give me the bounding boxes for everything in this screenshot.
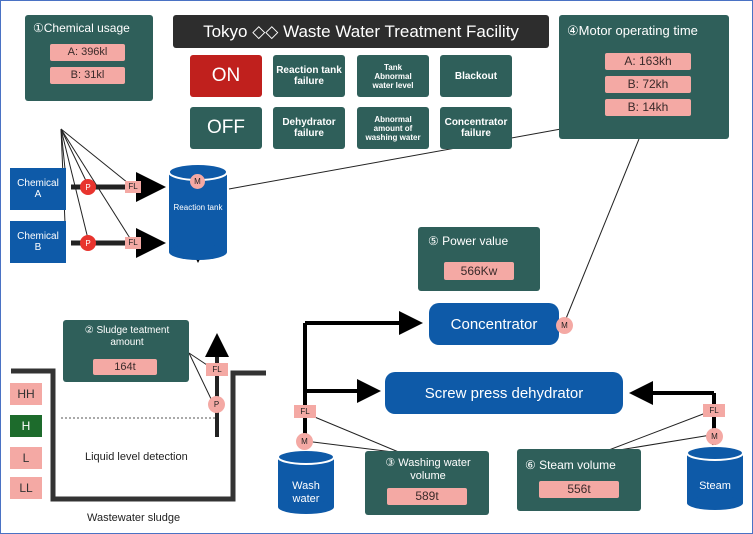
level-hh: HH <box>10 383 42 405</box>
motor-time-panel: ④Motor operating time A: 163kh B: 72kh B… <box>559 15 729 139</box>
washing-volume-title: ③ Washing water volume <box>385 457 471 482</box>
motor-c-time: B: 14kh <box>605 99 691 116</box>
chemical-a-tank: Chemical A <box>10 168 66 210</box>
reaction-tank-label: Reaction tank <box>173 203 223 212</box>
alarm-dehydrator-failure: Dehydrator failure <box>273 107 345 149</box>
flow-b-badge: FL <box>125 237 141 249</box>
page-title: Tokyo ◇◇ Waste Water Treatment Facility <box>173 15 549 48</box>
chemical-usage-title: ①Chemical usage <box>33 21 130 35</box>
wash-water-label: Wash water <box>292 480 320 505</box>
steam-volume-value: 556t <box>539 481 619 498</box>
level-h: H <box>10 415 42 437</box>
alarm-reaction-tank-failure: Reaction tank failure <box>273 55 345 97</box>
level-ll: LL <box>10 477 42 499</box>
liquid-level-detection-label: Liquid level detection <box>85 451 188 463</box>
alarm-abnormal-washing-water: Abnormal amount of washing water <box>357 107 429 149</box>
sludge-pump-icon: P <box>208 396 225 413</box>
concentrator-motor-icon: M <box>556 317 573 334</box>
motor-time-title: ④Motor operating time <box>567 23 698 38</box>
reaction-tank <box>168 163 228 260</box>
alarm-blackout: Blackout <box>440 55 512 97</box>
steam-motor-icon: M <box>706 428 723 445</box>
chemical-b-tank: Chemical B <box>10 221 66 263</box>
steam-volume-panel: ⑥ Steam volume 556t <box>517 449 641 511</box>
wastewater-sludge-label: Wastewater sludge <box>87 512 181 524</box>
chemical-a-usage: A: 396kl <box>50 44 125 61</box>
wash-water-motor-icon: M <box>296 433 313 450</box>
chemical-b-usage: B: 31kl <box>50 67 125 84</box>
power-value: 566Kw <box>444 262 514 280</box>
steam-volume-title: ⑥ Steam volume <box>525 458 616 472</box>
alarm-tank-abnormal-level: Tank Abnormal water level <box>357 55 429 97</box>
concentrator: Concentrator <box>429 303 559 345</box>
wash-water-tank <box>277 449 335 514</box>
level-l: L <box>10 447 42 469</box>
washing-volume-value: 589t <box>387 488 467 505</box>
wash-water-flow-badge: FL <box>294 405 316 418</box>
sludge-panel: ② Sludge teatment amount 164t <box>63 320 189 382</box>
sludge-value: 164t <box>93 359 157 375</box>
chemical-usage-panel: ①Chemical usage A: 396kl B: 31kl <box>25 15 153 101</box>
flow-a-badge: FL <box>125 181 141 193</box>
screw-press-dehydrator: Screw press dehydrator <box>385 372 623 414</box>
pump-a-icon: P <box>80 179 96 195</box>
status-on: ON <box>190 55 262 97</box>
pump-b-icon: P <box>80 235 96 251</box>
sludge-flow-badge: FL <box>206 363 228 376</box>
steam-flow-badge: FL <box>703 404 725 417</box>
sludge-title: ② Sludge teatment amount <box>84 325 170 348</box>
washing-volume-panel: ③ Washing water volume 589t <box>365 451 489 515</box>
motor-a-time: A: 163kh <box>605 53 691 70</box>
alarm-concentrator-failure: Concentrator failure <box>440 107 512 149</box>
status-off: OFF <box>190 107 262 149</box>
motor-b-time: B: 72kh <box>605 76 691 93</box>
steam-tank <box>686 445 744 510</box>
power-title: ⑤ Power value <box>428 234 509 248</box>
steam-label: Steam <box>699 480 731 492</box>
reaction-tank-motor-icon: M <box>190 174 205 189</box>
power-panel: ⑤ Power value 566Kw <box>418 227 540 291</box>
